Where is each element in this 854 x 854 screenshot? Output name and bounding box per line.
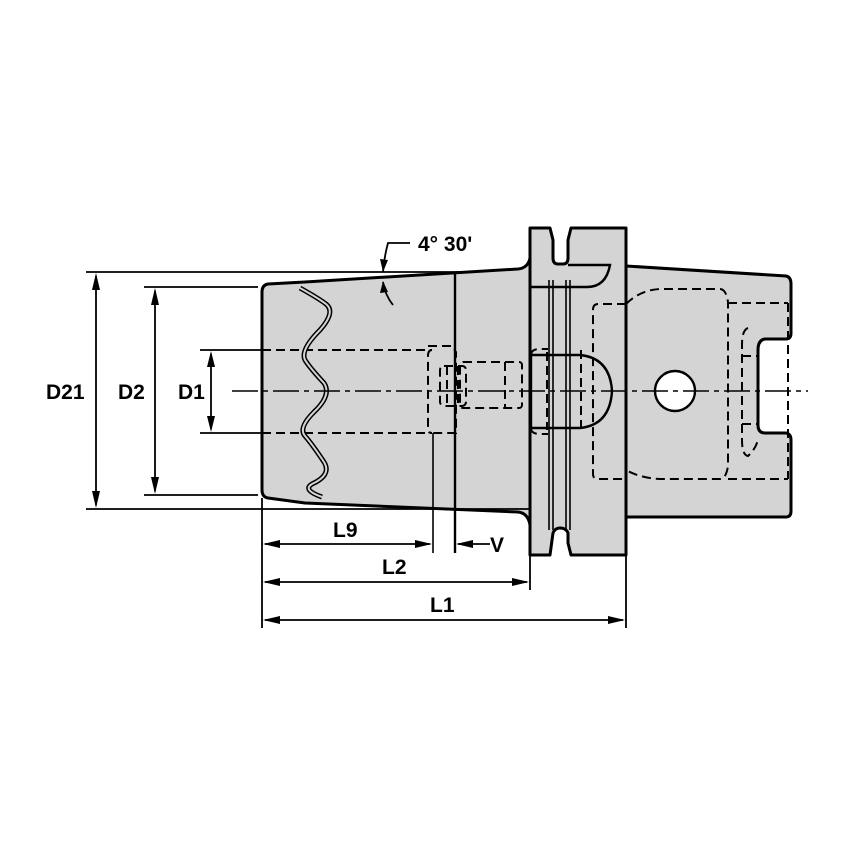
taper-angle-annotation: 4° 30' [262, 233, 472, 306]
diameter-dimensions: D21 D2 D1 [46, 271, 530, 510]
d21-label: D21 [46, 381, 85, 404]
d2-label: D2 [118, 381, 145, 404]
l2-label: L2 [382, 556, 407, 579]
breakaway-line [298, 285, 333, 500]
l1-label: L1 [430, 594, 455, 617]
v-label: V [490, 534, 504, 557]
l9-label: L9 [333, 519, 358, 542]
length-dimensions: L9 V L2 L1 [261, 498, 627, 628]
d1-label: D1 [178, 381, 205, 404]
angle-label: 4° 30' [418, 233, 472, 256]
